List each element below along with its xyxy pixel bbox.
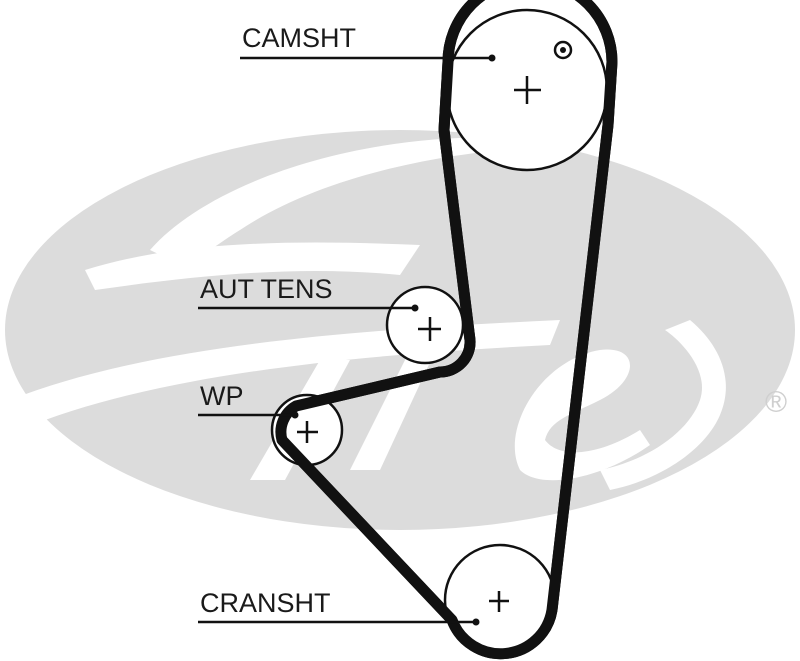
tensioner-pulley <box>385 285 465 365</box>
logo-script-s <box>600 320 726 490</box>
leader-dot-tensioner <box>411 304 419 312</box>
label-water-pump: WP <box>198 381 299 419</box>
label-water-pump-text: WP <box>200 381 244 411</box>
camshaft-center-cross-icon <box>514 76 541 104</box>
label-crankshaft-text: CRANSHT <box>200 588 331 618</box>
logo-script-t <box>350 330 445 470</box>
timing-mark-icon <box>553 40 573 60</box>
tensioner-pulley-outline <box>385 285 465 365</box>
camshaft-pulley <box>445 8 609 172</box>
tensioner-center-cross-icon <box>418 317 441 341</box>
water-pump-center-cross-icon <box>297 421 318 443</box>
registered-trademark-mark: ® <box>765 386 787 419</box>
leader-dot-water-pump <box>291 411 299 419</box>
label-tensioner: AUT TENS <box>198 274 419 312</box>
leader-dot-crankshaft <box>472 618 480 626</box>
timing-belt-overlay <box>275 0 618 660</box>
logo-script-g-loop <box>85 242 420 290</box>
logo-script-e <box>514 349 650 481</box>
label-camshaft-text: CAMSHT <box>242 23 356 53</box>
label-tensioner-text: AUT TENS <box>200 274 333 304</box>
label-camshaft: CAMSHT <box>240 23 496 62</box>
leader-dot-camshaft <box>488 54 496 62</box>
crankshaft-center-cross-icon <box>489 591 509 612</box>
label-crankshaft: CRANSHT <box>198 588 480 626</box>
